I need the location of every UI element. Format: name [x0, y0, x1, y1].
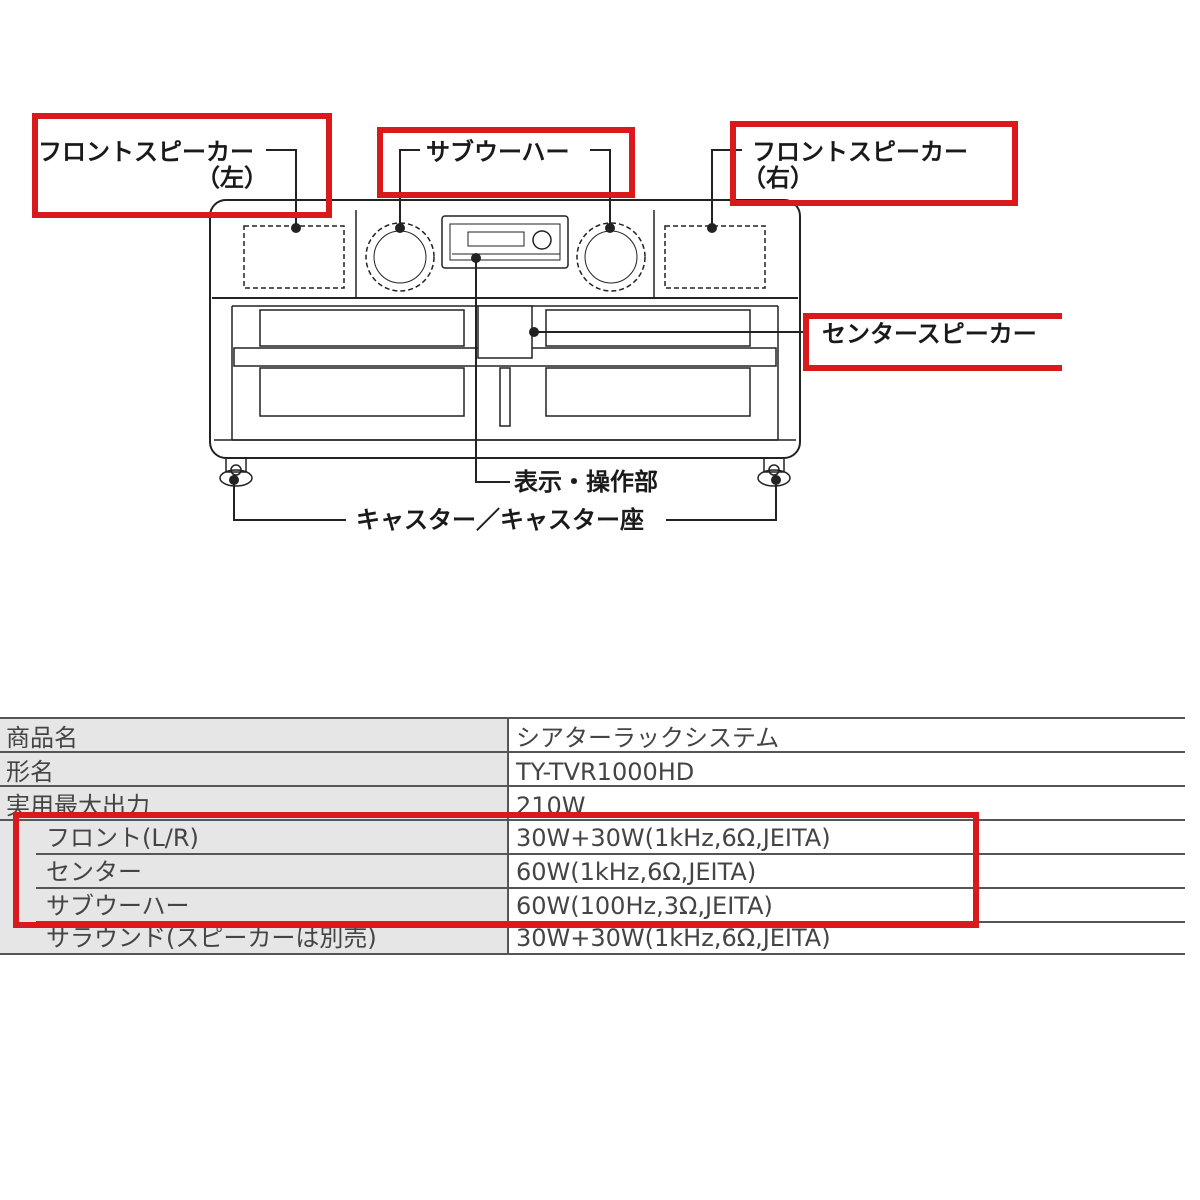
display-panel — [441, 215, 569, 269]
highlight-center — [803, 313, 1062, 371]
subwoofer-left-cone — [365, 222, 435, 292]
label-front-right-line1: フロントスピーカー — [752, 138, 968, 166]
leader-dots — [229, 223, 781, 485]
theater-rack-illustration — [209, 199, 801, 487]
label-display-controls: 表示・操作部 — [514, 468, 658, 496]
table-row-label: サラウンド(スピーカーは別売) — [46, 924, 377, 952]
table-row-value: TY-TVR1000HD — [515, 758, 694, 786]
caster-left — [219, 457, 253, 487]
center-speaker-box — [477, 305, 533, 359]
table-row-value: 60W(100Hz,3Ω,JEITA) — [516, 892, 773, 920]
table-row-value: 30W+30W(1kHz,6Ω,JEITA) — [516, 824, 831, 852]
highlight-front-right — [730, 121, 1018, 206]
spec-table: 商品名 シアターラックシステム 形名 TY-TVR1000HD 実用最大出力 2… — [0, 717, 1185, 955]
spec-table-label-column — [0, 718, 508, 954]
table-row-value: 30W+30W(1kHz,6Ω,JEITA) — [516, 924, 831, 952]
highlight-table-rows — [13, 812, 979, 928]
subwoofer-right-cone — [576, 222, 646, 292]
leader-lines — [233, 149, 806, 521]
table-row-value: シアターラックシステム — [516, 724, 779, 752]
label-front-left-line2: （左） — [196, 164, 268, 192]
label-front-right-line2: （右） — [742, 164, 814, 192]
highlight-front-left — [32, 113, 332, 218]
highlight-subwoofer — [377, 127, 635, 198]
label-center-speaker: センタースピーカー — [822, 320, 1037, 348]
caster-right — [757, 457, 791, 487]
table-row-label: フロント(L/R) — [46, 824, 199, 852]
table-row-label: センター — [46, 858, 142, 886]
label-front-left-line1: フロントスピーカー — [38, 138, 254, 166]
diagram-highlights — [32, 113, 1062, 371]
label-caster: キャスター／キャスター座 — [356, 506, 644, 534]
label-subwoofer: サブウーハー — [426, 138, 570, 166]
table-row-label: サブウーハー — [46, 892, 190, 920]
table-row-value: 60W(1kHz,6Ω,JEITA) — [516, 858, 756, 886]
table-row-label: 商品名 — [6, 724, 78, 752]
table-row-label: 形名 — [6, 758, 54, 786]
